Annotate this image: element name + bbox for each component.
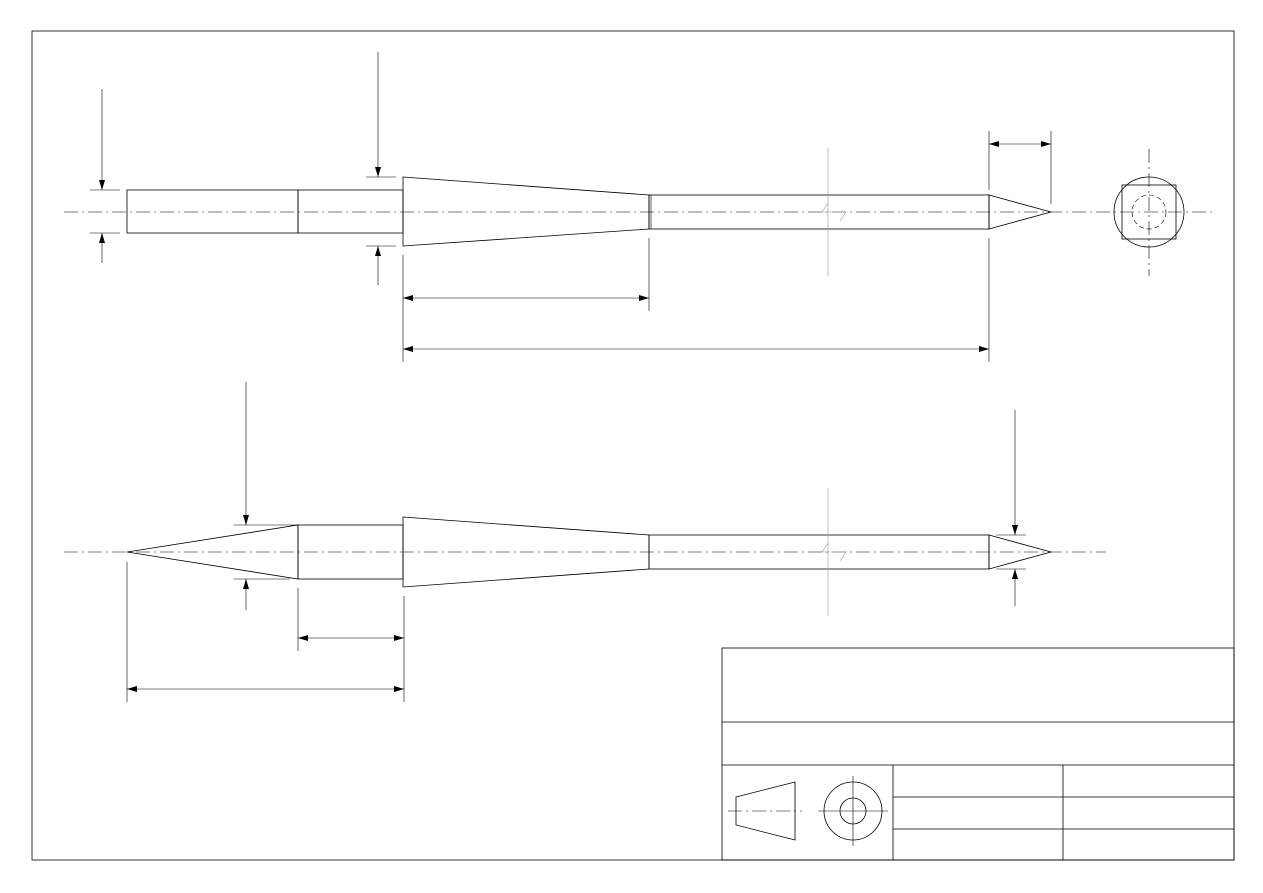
bottom-break-mark: [821, 542, 847, 562]
end-view: [1113, 149, 1185, 276]
bottom-right-point: [988, 534, 1053, 570]
top-view: [64, 52, 1212, 362]
top-point: [988, 194, 1053, 230]
bottom-view: [64, 382, 1106, 702]
top-shank-right: [297, 189, 404, 234]
projection-symbol-icon: [728, 776, 888, 846]
title-block: [721, 647, 1235, 861]
top-shank-left: [126, 189, 299, 234]
top-taper: [402, 176, 650, 247]
top-break-mark: [821, 202, 847, 222]
sheet-border: [31, 30, 1235, 861]
